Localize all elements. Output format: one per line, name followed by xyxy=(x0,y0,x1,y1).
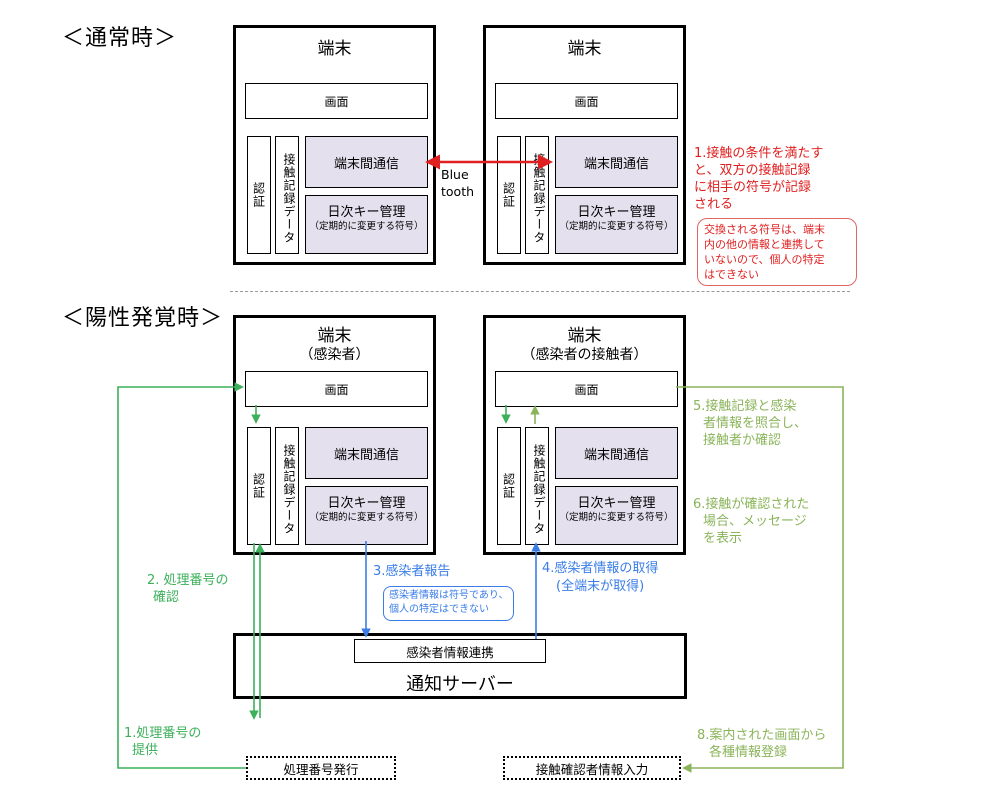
auth-box: 認証 xyxy=(247,136,271,254)
key-title: 日次キー管理 xyxy=(577,496,656,511)
device-title: 端末 xyxy=(317,39,352,59)
contact-info-input-box: 接触確認者情報入力 xyxy=(503,756,681,780)
screen-box: 画面 xyxy=(245,83,428,119)
auth-box: 認証 xyxy=(497,427,521,545)
device-title: 端末 xyxy=(567,326,602,346)
note-register-info: 8.案内された画面から 各種情報登録 xyxy=(697,728,827,760)
key-sub: （定期的に変更する符号） xyxy=(559,221,674,232)
device-subtitle: （感染者） xyxy=(299,347,370,363)
note-show-message: 6.接触が確認された 場合、メッセージ を表示 xyxy=(693,497,810,546)
register-info-arrow xyxy=(676,386,844,773)
device-infected: 端末 （感染者） 画面 認証 接触記録データ 端末間通信 日次キー管理 （定期的… xyxy=(233,315,436,555)
device-normal-b: 端末 画面 認証 接触記録データ 端末間通信 日次キー管理 （定期的に変更する符… xyxy=(483,25,686,265)
section-divider xyxy=(230,291,850,292)
comm-box: 端末間通信 xyxy=(305,136,428,188)
device-normal-a: 端末 画面 認証 接触記録データ 端末間通信 日次キー管理 （定期的に変更する符… xyxy=(233,25,436,265)
key-box: 日次キー管理 （定期的に変更する符号） xyxy=(305,195,428,254)
note-privacy-report: 感染者情報は符号であり、 個人の特定はできない xyxy=(383,586,514,621)
server-title: 通知サーバー xyxy=(406,674,514,695)
section-title-normal: ＜通常時＞ xyxy=(62,26,178,51)
key-title: 日次キー管理 xyxy=(577,205,656,220)
provide-number-arrow xyxy=(117,382,246,769)
note-privacy-normal: 交換される符号は、端末 内の他の情報と連携して いないので、個人の特定 はできな… xyxy=(697,218,857,286)
comm-box: 端末間通信 xyxy=(305,427,428,479)
contact-data-box: 接触記録データ xyxy=(275,427,299,545)
device-title: 端末 xyxy=(567,39,602,59)
screen-box: 画面 xyxy=(495,371,678,407)
note-contact-recorded: 1.接触の条件を満たす と、双方の接触記録 に相手の符号が記録 される xyxy=(694,146,824,212)
key-box: 日次キー管理 （定期的に変更する符号） xyxy=(555,195,678,254)
device-title: 端末 xyxy=(317,326,352,346)
key-title: 日次キー管理 xyxy=(327,205,406,220)
note-confirm-number: 2. 処理番号の 確認 xyxy=(147,573,229,605)
contact-data-box: 接触記録データ xyxy=(525,427,549,545)
contact-data-box: 接触記録データ xyxy=(275,136,299,254)
key-title: 日次キー管理 xyxy=(327,496,406,511)
infected-info-link-box: 感染者情報連携 xyxy=(354,639,546,663)
screen-box: 画面 xyxy=(245,371,428,407)
key-sub: （定期的に変更する符号） xyxy=(559,512,674,523)
key-sub: （定期的に変更する符号） xyxy=(309,512,424,523)
device-contact: 端末 （感染者の接触者） 画面 認証 接触記録データ 端末間通信 日次キー管理 … xyxy=(483,315,686,555)
note-infected-report: 3.感染者報告 xyxy=(373,564,451,579)
note-fetch-infected-info: 4.感染者情報の取得 (全端末が取得) xyxy=(542,561,659,594)
note-match-records: 5.接触記録と感染 者情報を照合し、 接触者か確認 xyxy=(693,399,808,448)
comm-box: 端末間通信 xyxy=(555,427,678,479)
key-box: 日次キー管理 （定期的に変更する符号） xyxy=(555,486,678,545)
comm-box: 端末間通信 xyxy=(555,136,678,188)
note-provide-number: 1.処理番号の 提供 xyxy=(124,726,202,758)
section-title-positive: ＜陽性発覚時＞ xyxy=(62,306,224,331)
issue-number-box: 処理番号発行 xyxy=(246,756,396,780)
key-sub: （定期的に変更する符号） xyxy=(309,221,424,232)
device-subtitle: （感染者の接触者） xyxy=(521,347,648,363)
bluetooth-label: Blue tooth xyxy=(441,167,475,199)
auth-box: 認証 xyxy=(247,427,271,545)
screen-box: 画面 xyxy=(495,83,678,119)
